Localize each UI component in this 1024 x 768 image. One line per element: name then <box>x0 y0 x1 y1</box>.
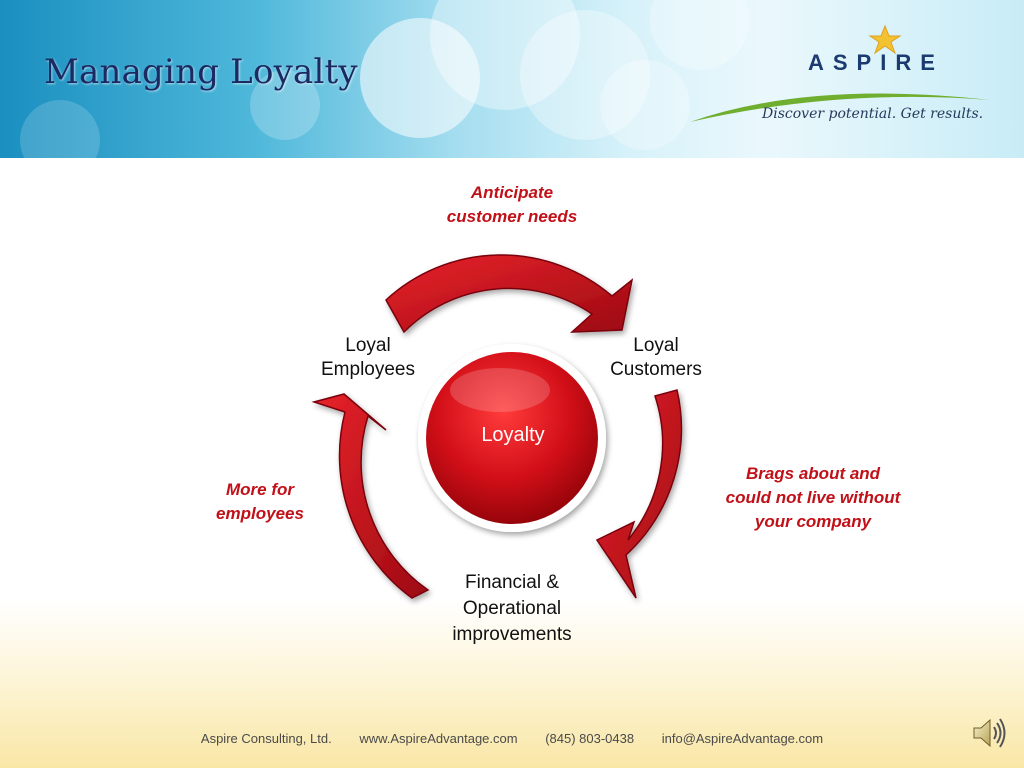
note-line: your company <box>754 512 872 531</box>
header-banner: Managing Loyalty ASPIRE Discover potenti… <box>0 0 1024 158</box>
node-loyal-customers: Loyal Customers <box>590 334 722 382</box>
logo-tagline: Discover potential. Get results. <box>762 106 984 122</box>
arrow-right <box>595 389 683 599</box>
note-brags-about: Brags about and could not live without y… <box>696 462 930 534</box>
center-sphere <box>426 352 598 524</box>
footer-company: Aspire Consulting, Ltd. <box>200 731 332 746</box>
speaker-icon[interactable] <box>970 714 1008 752</box>
note-more-for-employees: More for employees <box>196 478 324 526</box>
logo-swoosh <box>690 93 990 122</box>
note-line: Brags about and <box>745 464 881 483</box>
footer-website[interactable]: www.AspireAdvantage.com <box>359 731 518 746</box>
footer-email[interactable]: info@AspireAdvantage.com <box>661 731 824 746</box>
note-line: Anticipate <box>470 183 554 202</box>
logo-wordmark: ASPIRE <box>808 50 944 75</box>
node-loyal-employees: Loyal Employees <box>300 334 436 382</box>
note-line: customer needs <box>446 207 578 226</box>
node-financial-improvements: Financial & Operational improvements <box>428 570 596 648</box>
arrow-left <box>311 393 430 599</box>
node-line: Customers <box>610 359 702 380</box>
arrow-top <box>385 254 634 334</box>
logo-graphic <box>690 24 990 122</box>
note-line: employees <box>216 504 304 523</box>
note-anticipate-customer-needs: Anticipate customer needs <box>412 181 612 229</box>
footer: Aspire Consulting, Ltd. www.AspireAdvant… <box>0 731 1024 746</box>
footer-phone: (845) 803-0438 <box>545 731 635 746</box>
node-line: Loyal <box>633 335 679 356</box>
node-line: Operational <box>462 598 562 619</box>
node-line: Employees <box>321 359 415 380</box>
page-title: Managing Loyalty <box>44 52 358 92</box>
note-line: could not live without <box>725 488 901 507</box>
star-icon <box>868 24 902 55</box>
node-line: Financial & <box>465 572 559 593</box>
node-line: Loyal <box>345 335 391 356</box>
center-label: Loyalty <box>481 424 545 446</box>
note-line: More for <box>226 480 294 499</box>
node-line: improvements <box>452 624 572 645</box>
center-highlight <box>450 368 550 412</box>
aspire-logo: ASPIRE Discover potential. Get results. <box>690 22 1000 132</box>
